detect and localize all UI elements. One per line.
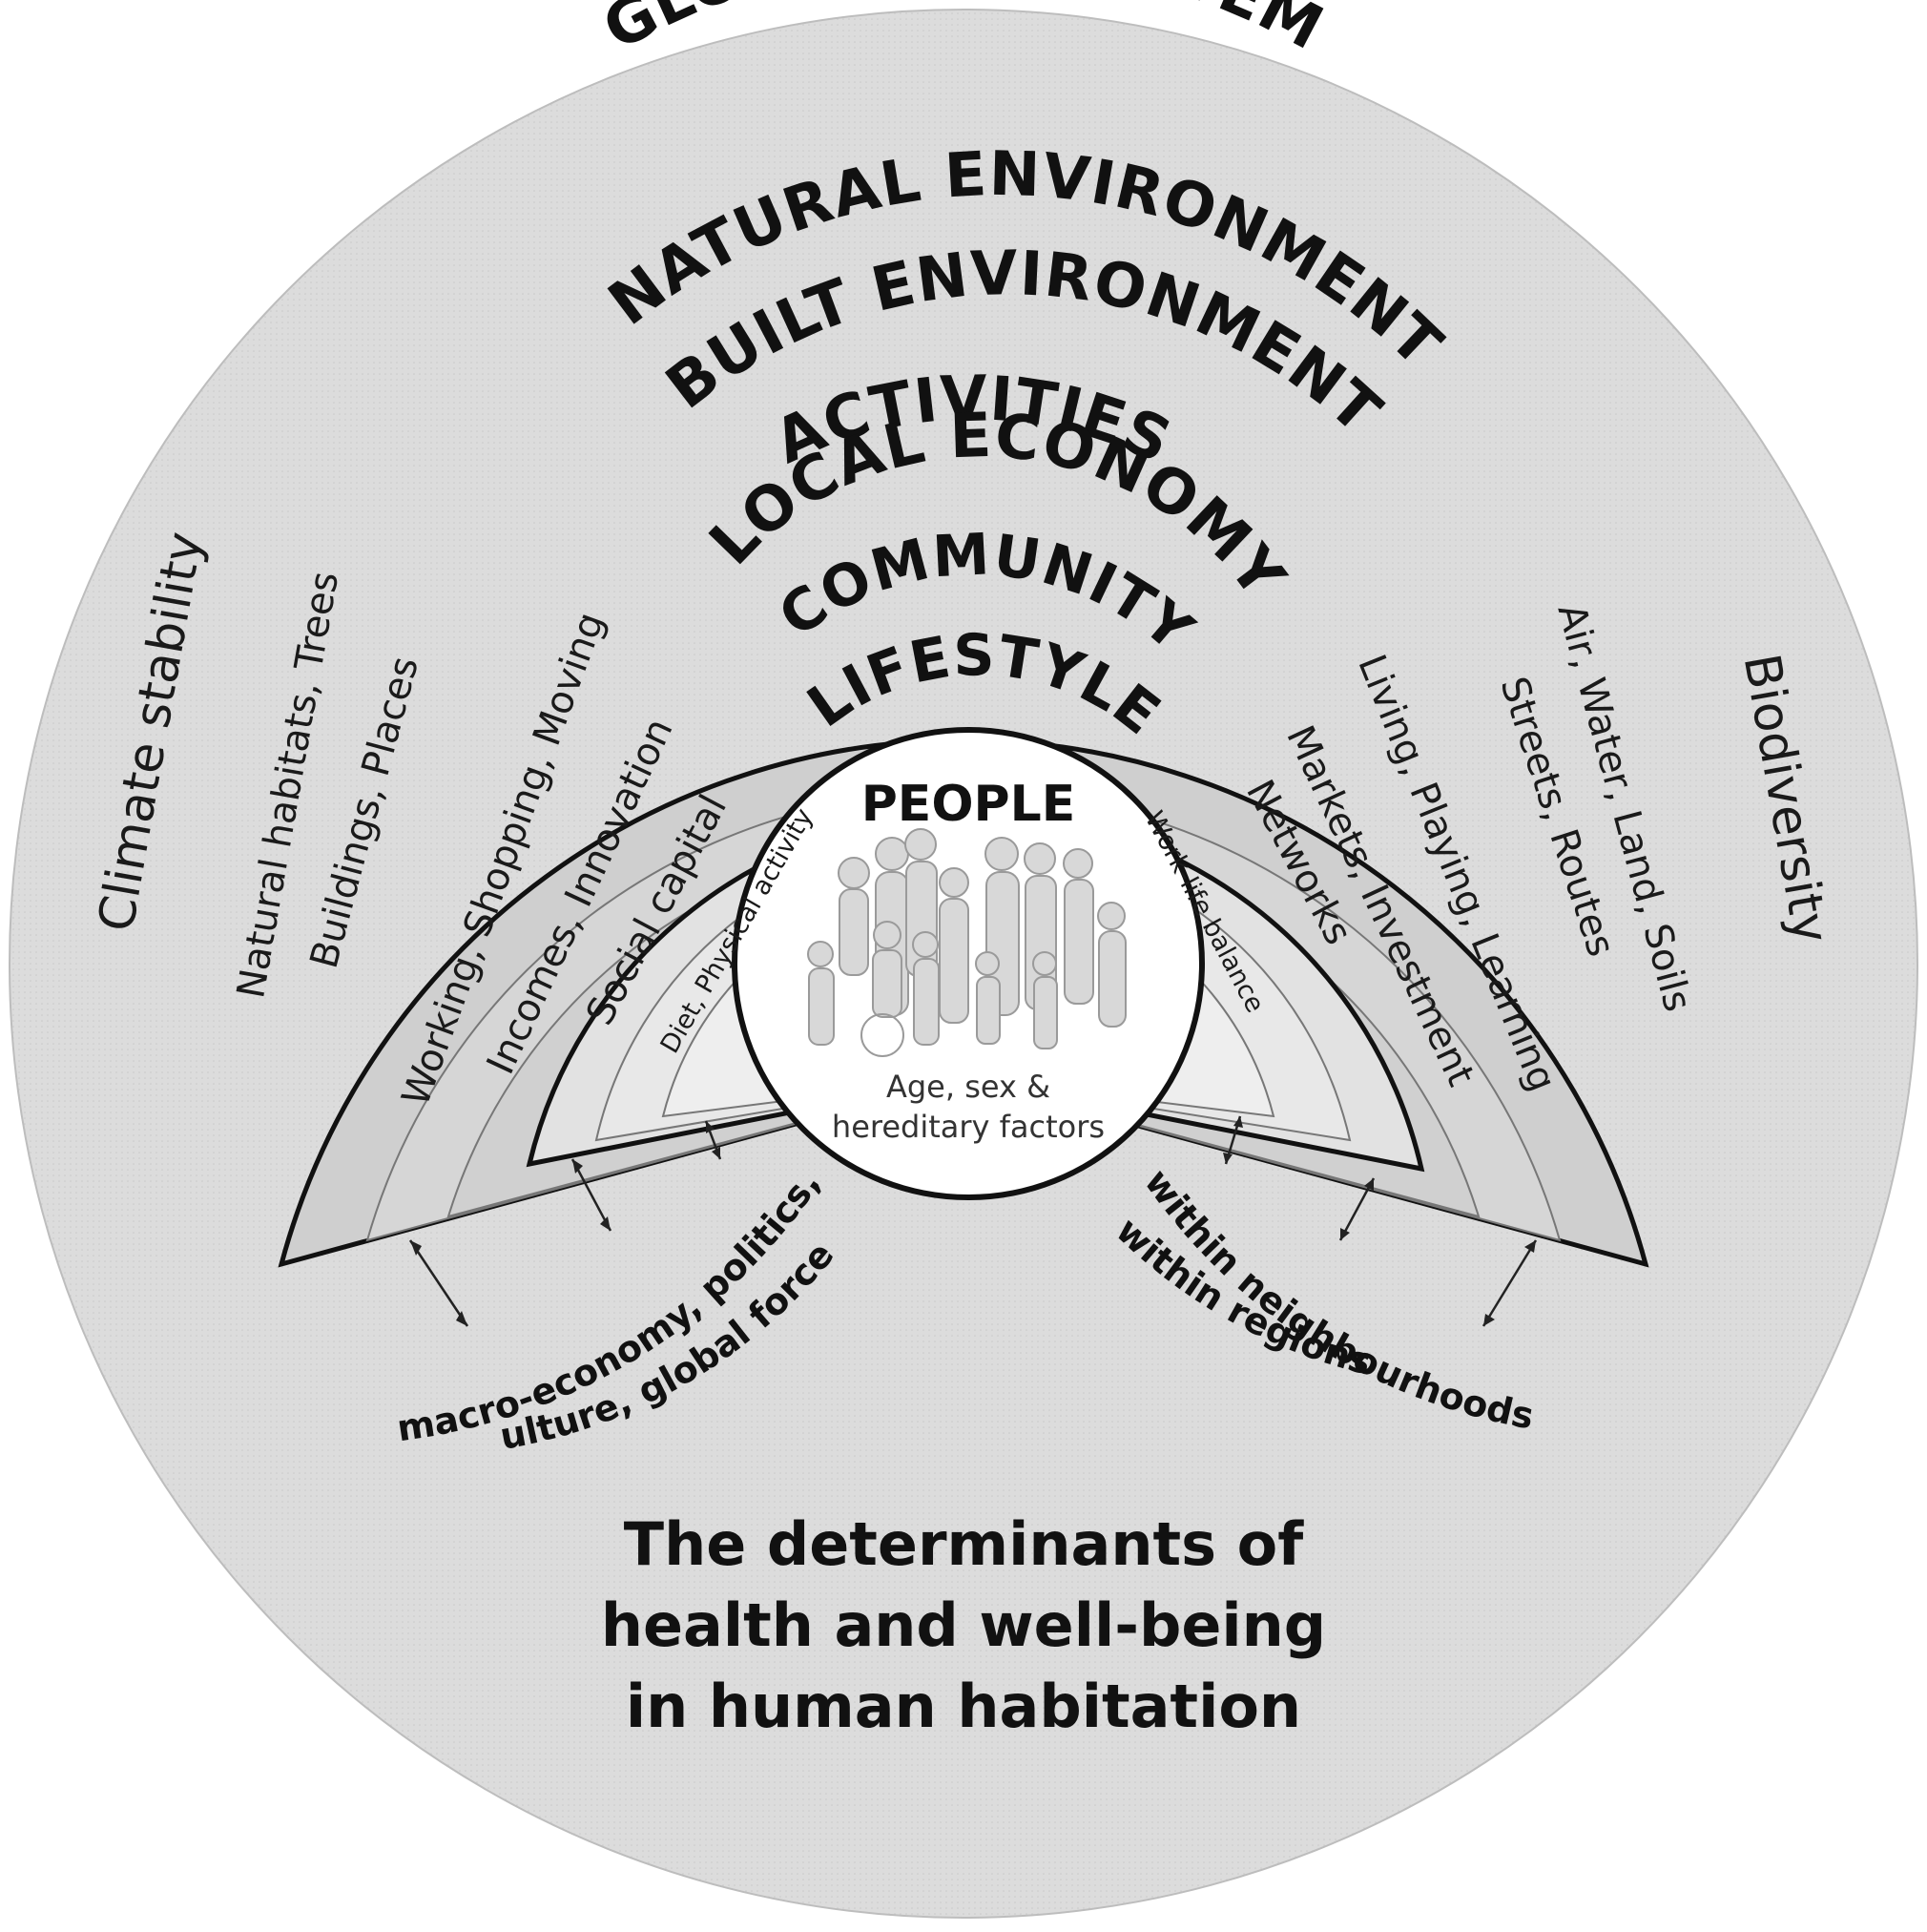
caption-line-1: The determinants of	[624, 1509, 1304, 1579]
arrow-heads	[410, 1116, 1536, 1326]
caption-line-3: in human habitation	[626, 1672, 1301, 1741]
people-title: PEOPLE	[861, 776, 1076, 833]
people-silhouettes	[807, 828, 1127, 1057]
caption-line-2: health and well-being	[601, 1590, 1326, 1660]
people-subtitle-1: Age, sex &	[886, 1069, 1050, 1105]
people-subtitle-2: hereditary factors	[832, 1109, 1105, 1145]
